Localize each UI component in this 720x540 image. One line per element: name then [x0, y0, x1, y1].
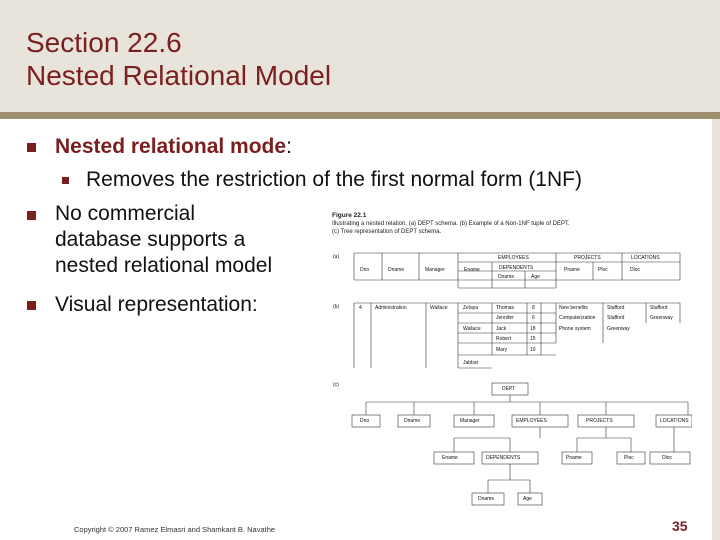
- schema-col-dloc: Dloc: [630, 267, 641, 273]
- schema-col-ploc: Ploc: [598, 267, 608, 273]
- schema-col-pname: Pname: [564, 267, 580, 273]
- bullet-marker-3: [27, 301, 36, 310]
- tuple-project-ploc: Stafford: [607, 305, 625, 311]
- tuple-dependent-age: 6: [532, 315, 535, 321]
- tuple-location: Stafford: [650, 305, 668, 311]
- tree-node: LOCATIONS: [660, 418, 689, 424]
- part-a-label: (a): [333, 254, 340, 260]
- tuple-project-pname: New benefits: [559, 305, 588, 311]
- slide-title: Section 22.6 Nested Relational Model: [26, 26, 331, 92]
- figure-lines: [351, 252, 692, 506]
- schema-col-manager: Manager: [425, 267, 445, 273]
- tree-node: PROJECTS: [586, 418, 613, 424]
- schema-col-ename: Ename: [464, 267, 480, 273]
- tree-node: Dloc: [662, 455, 673, 461]
- page-number: 35: [672, 518, 688, 534]
- tree-node: Ename: [442, 455, 458, 461]
- tree-node: Manager: [460, 418, 480, 424]
- tuple-manager: Wallace: [430, 305, 448, 311]
- copyright-footer: Copyright © 2007 Ramez Elmasri and Shamk…: [74, 525, 276, 534]
- tuple-dependent-name: Jennifer: [496, 315, 514, 321]
- bullet-marker-2: [27, 211, 36, 220]
- tuple-dependent-name: Thomas: [496, 305, 515, 311]
- tree-node: DEPENDENTS: [486, 455, 521, 461]
- bullet-2-line-1: No commercial: [55, 202, 196, 225]
- tuple-ename: Zelaya: [463, 305, 479, 311]
- title-line-1: Section 22.6: [26, 27, 182, 58]
- schema-col-dep-dname: Dname: [498, 274, 515, 280]
- figure-caption-title: Figure 22.1: [332, 212, 367, 219]
- tuple-dname: Administration: [375, 305, 407, 311]
- tree-node: Dname: [478, 496, 495, 502]
- tree-root: DEPT: [502, 386, 516, 392]
- tuple-dependent-age: 15: [530, 336, 536, 342]
- tuple-dependent-name: Mary: [496, 347, 508, 353]
- tuple-project-ploc: Stafford: [607, 315, 625, 321]
- tree-node: Age: [523, 496, 532, 502]
- part-c-label: (c): [333, 382, 339, 388]
- bullet-1-colon: :: [286, 135, 292, 158]
- bullet-2-line-2: database supports a: [55, 228, 246, 251]
- tuple-project-pname: Computerization: [559, 315, 596, 321]
- schema-locations-group: LOCATIONS: [631, 255, 660, 261]
- schema-projects-group: PROJECTS: [574, 255, 601, 261]
- sub-bullet-marker-1: [62, 177, 69, 184]
- tuple-dependent-name: Robert: [496, 336, 512, 342]
- tuple-ename: Wallace: [463, 326, 481, 332]
- tuple-project-pname: Phone system: [559, 326, 591, 332]
- tuple-ename: Jabbar: [463, 360, 479, 366]
- tuple-location: Greenway: [650, 315, 673, 321]
- title-line-2: Nested Relational Model: [26, 60, 332, 91]
- schema-col-dep-age: Age: [531, 274, 540, 280]
- schema-col-dno: Dno: [360, 267, 370, 273]
- figure-caption-line-1: Illustrating a nested relation. (a) DEPT…: [332, 221, 570, 227]
- nested-relation-figure: Figure 22.1 Illustrating a nested relati…: [326, 210, 692, 510]
- schema-col-dependents: DEPENDENTS: [499, 265, 534, 271]
- tuple-dependent-age: 18: [530, 326, 536, 332]
- bullet-marker-1: [27, 143, 36, 152]
- tuple-dependent-age: 10: [530, 347, 536, 353]
- title-band: Section 22.6 Nested Relational Model: [0, 0, 720, 112]
- tuple-dependent-name: Jack: [496, 326, 507, 332]
- tree-node: Ploc: [624, 455, 634, 461]
- part-b-label: (b): [333, 304, 340, 310]
- tree-node: Dno: [360, 418, 370, 424]
- schema-col-dname: Dname: [388, 267, 405, 273]
- bullet-2-line-3: nested relational model: [55, 254, 273, 277]
- tree-node: Dname: [404, 418, 421, 424]
- figure-caption-line-2: (c) Tree representation of DEPT schema.: [332, 229, 442, 235]
- bullet-1: Nested relational mode:: [55, 134, 292, 160]
- bullet-3: Visual representation:: [55, 293, 258, 316]
- bullet-1-label: Nested relational mode: [55, 135, 287, 158]
- tuple-project-ploc: Greenway: [607, 326, 630, 332]
- right-edge-strip: [712, 119, 720, 540]
- sub-bullet-1: Removes the restriction of the first nor…: [86, 168, 582, 191]
- tree-node: EMPLOYEES: [516, 418, 547, 424]
- tuple-dependent-age: 8: [532, 305, 535, 311]
- title-divider: [0, 112, 720, 119]
- tuple-dno: 4: [359, 305, 362, 311]
- schema-employees-group: EMPLOYEES: [498, 255, 529, 261]
- tree-node: Pname: [566, 455, 582, 461]
- bullet-2: No commercial database supports a nested…: [55, 201, 272, 279]
